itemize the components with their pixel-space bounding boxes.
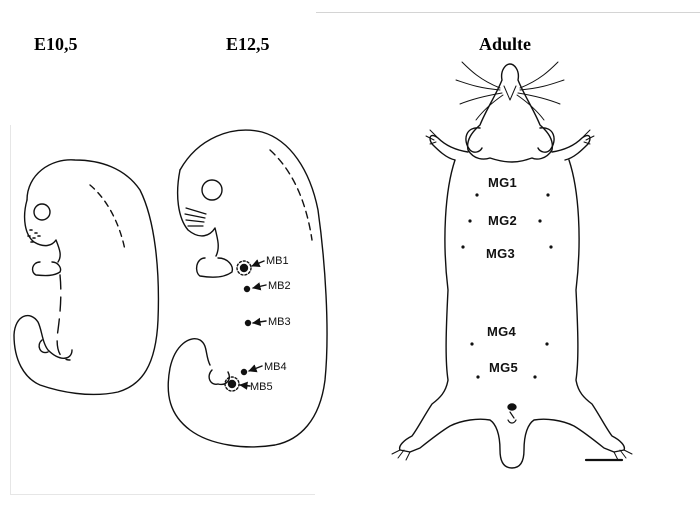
label-mb2: MB2 (268, 280, 291, 292)
adult-mouse (392, 62, 632, 468)
label-mb3: MB3 (268, 316, 291, 328)
embryo-e10-branchial-dots (28, 230, 40, 242)
mouth (504, 86, 516, 100)
arrow-mb1 (252, 261, 264, 266)
head (468, 64, 553, 162)
whiskers (456, 62, 564, 120)
label-mg2: MG2 (488, 213, 517, 228)
arrow-mb5 (240, 385, 250, 386)
embryo-e10-forelimb (33, 262, 61, 276)
right-forelimb (552, 136, 590, 160)
label-mg1: MG1 (488, 175, 517, 190)
label-mg3: MG3 (486, 246, 515, 261)
bud-mb1 (241, 265, 248, 272)
arrow-mb4 (249, 366, 262, 371)
embryo-e10-dashed-line (90, 185, 125, 250)
embryo-e12-head (178, 170, 219, 256)
bud-mb3 (246, 321, 251, 326)
embryo-e12-hindlimb (209, 370, 229, 384)
label-mb5: MB5 (250, 381, 273, 393)
bud-mb5 (229, 381, 236, 388)
bud-mb2 (245, 287, 250, 292)
embryo-e10-flank-line (57, 275, 70, 360)
genital-mark (508, 404, 516, 410)
body (400, 160, 625, 468)
embryo-e12-branchial-lines (185, 208, 206, 226)
embryo-e12-forelimb (197, 258, 233, 277)
embryo-e10 (14, 160, 158, 395)
arrow-mb3 (253, 321, 266, 323)
embryo-e12-dashed-line (270, 150, 312, 240)
label-mb4: MB4 (264, 361, 287, 373)
left-forelimb (430, 136, 468, 160)
embryo-e10-eye (34, 204, 50, 220)
label-mb1: MB1 (266, 255, 289, 267)
label-mg5: MG5 (489, 360, 518, 375)
embryo-e12-eye (202, 180, 222, 200)
perineal-mark (508, 412, 516, 423)
embryo-e10-outline (14, 160, 158, 395)
arrow-mb2 (253, 285, 266, 288)
embryo-e12 (168, 130, 327, 447)
bud-mb4 (242, 370, 247, 375)
embryo-e10-head (25, 200, 61, 262)
label-mg4: MG4 (487, 324, 517, 339)
